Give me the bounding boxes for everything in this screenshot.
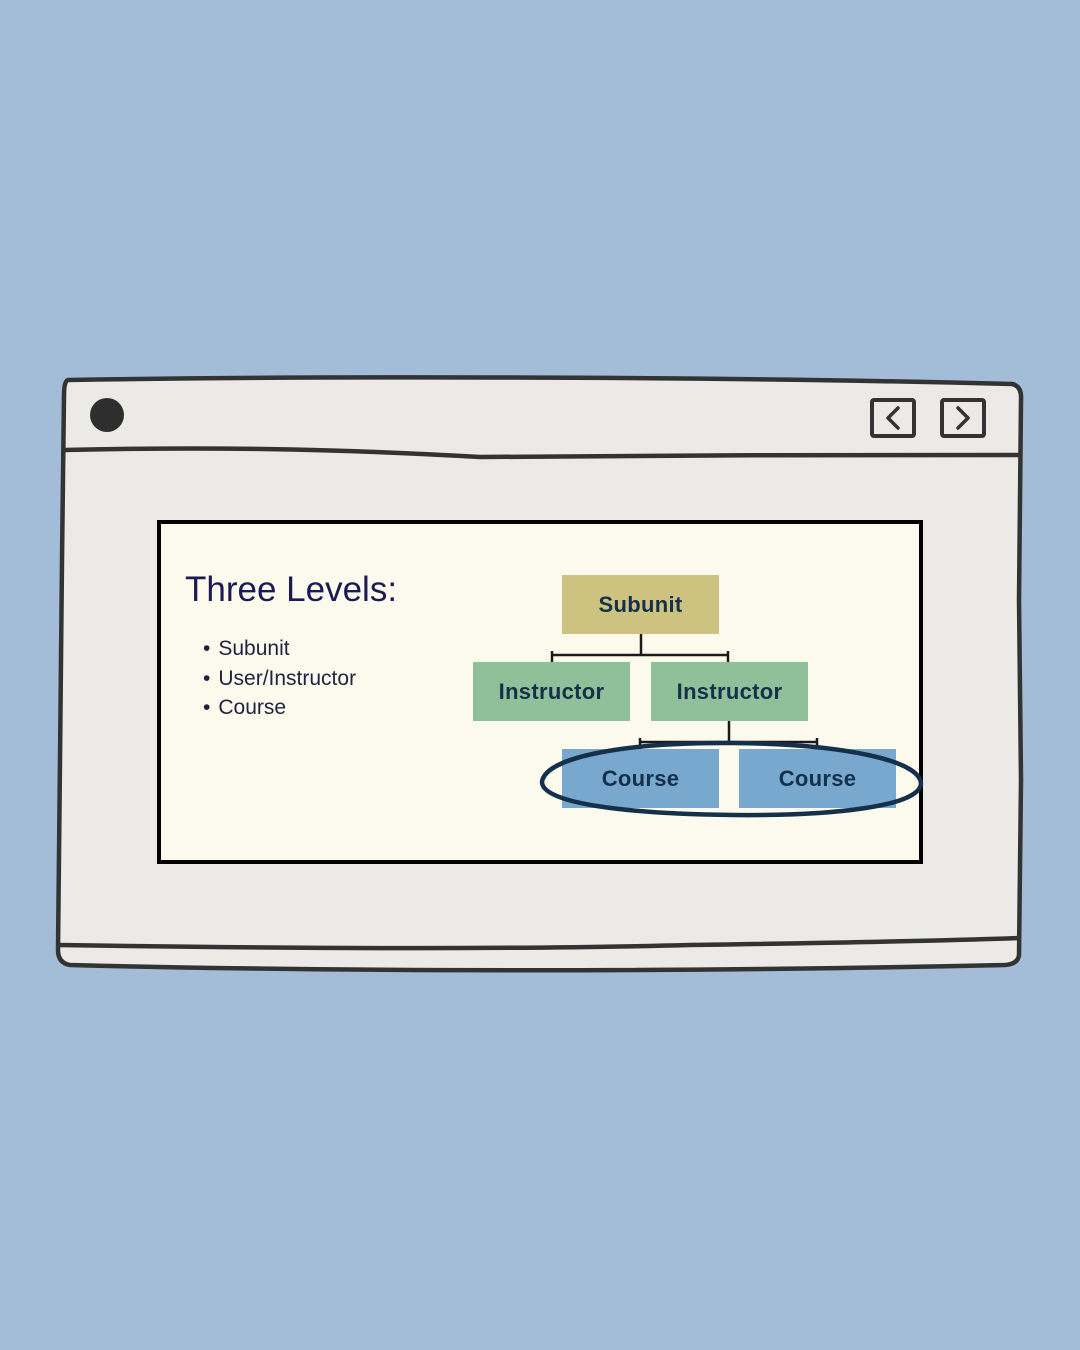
forward-arrow-icon xyxy=(956,406,970,430)
node-course: Course xyxy=(739,749,896,808)
node-subunit: Subunit xyxy=(562,575,719,634)
slide-title: Three Levels: xyxy=(185,570,398,609)
back-arrow-icon xyxy=(886,406,900,430)
bullet-item: Subunit xyxy=(203,634,356,664)
slide-content: Three Levels: Subunit User/Instructor Co… xyxy=(157,520,924,864)
bullet-item: Course xyxy=(203,693,356,723)
node-course: Course xyxy=(562,749,719,808)
node-instructor: Instructor xyxy=(473,662,630,721)
forward-button[interactable] xyxy=(940,398,986,438)
bullet-list: Subunit User/Instructor Course xyxy=(203,634,356,723)
back-button[interactable] xyxy=(870,398,916,438)
bullet-item: User/Instructor xyxy=(203,664,356,694)
window-dot-icon xyxy=(90,398,124,432)
node-instructor: Instructor xyxy=(651,662,808,721)
